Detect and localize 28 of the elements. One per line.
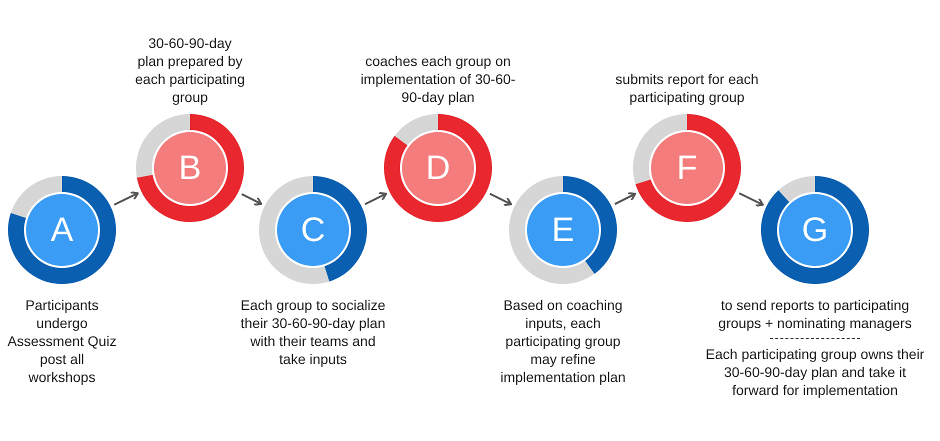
step-letter: F — [676, 150, 698, 186]
step-description: Each participating group owns their 30-60-90-day plan and take it forward for implementation — [704, 345, 926, 399]
step-circle — [633, 114, 741, 222]
arrow — [738, 192, 764, 207]
step-circle — [136, 114, 244, 222]
arrow — [241, 193, 262, 206]
step-description: Participants undergo Assessment Quiz post all workshops — [7, 296, 117, 386]
step-letter: A — [50, 212, 74, 248]
arrow — [114, 191, 139, 206]
step-description: coaches each group on implementation of 30-60-90-day plan — [360, 52, 516, 106]
step-letter: E — [552, 212, 574, 248]
step-description: 30-60-90-day plan prepared by each participating group — [135, 34, 245, 106]
step-circle — [384, 114, 492, 222]
step-letter: B — [178, 150, 202, 186]
step-letter: C — [300, 212, 326, 248]
arrow — [490, 192, 512, 206]
step-description: submits report for each participating group — [614, 70, 760, 106]
step-description: Based on coaching inputs, each participating group may refine implementation plan — [499, 296, 627, 386]
step-circle — [761, 176, 869, 284]
step-circle — [509, 176, 617, 284]
step-letter: G — [802, 212, 828, 248]
step-circle — [259, 176, 367, 284]
step-description: to send reports to participating groups + nominating managers — [717, 296, 913, 332]
step-circle — [8, 176, 116, 284]
step-letter: D — [426, 150, 450, 186]
arrow — [614, 192, 636, 205]
arrow — [364, 192, 388, 206]
step-description: Each group to socialize their 30-60-90-day plan with their teams and take inputs — [240, 296, 386, 368]
